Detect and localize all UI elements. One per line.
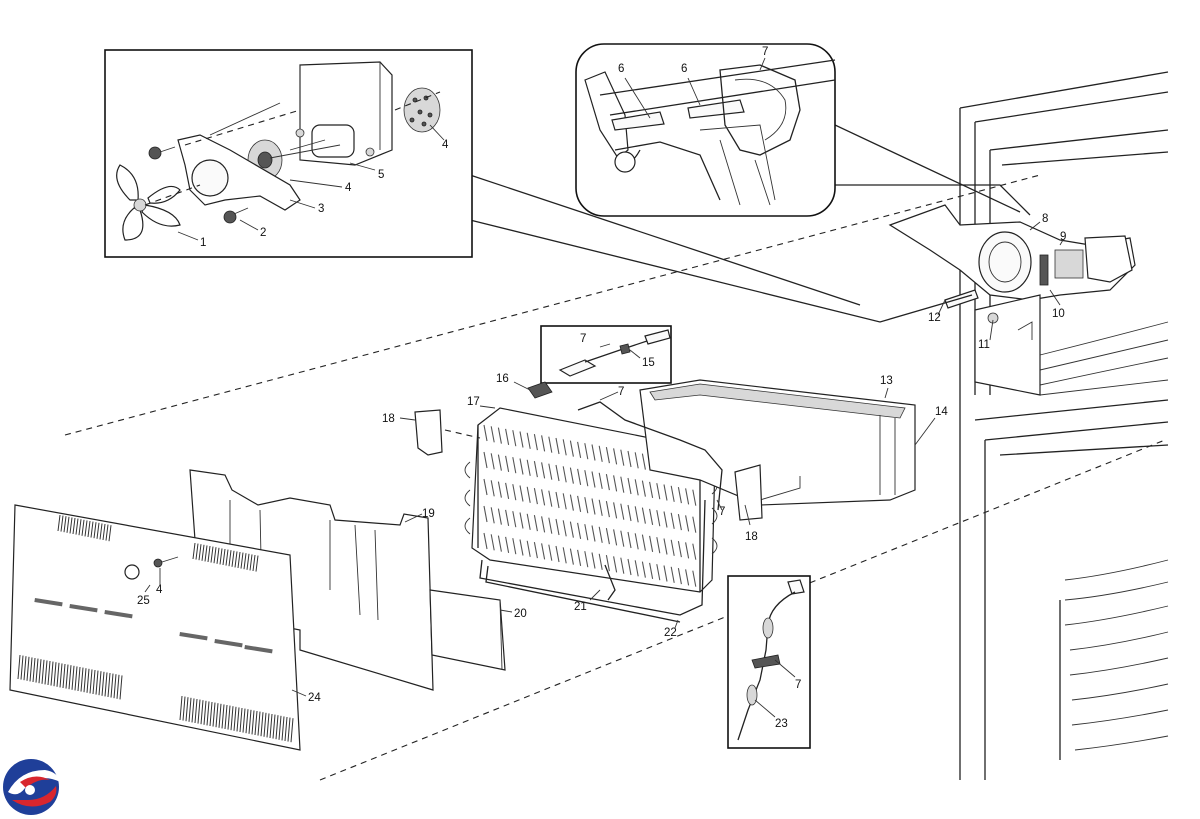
drain-trough	[639, 379, 916, 506]
defrost-heater	[479, 499, 706, 623]
callout-c11: 11	[978, 339, 990, 351]
callout-c12: 12	[928, 312, 941, 324]
callout-c14: 14	[935, 406, 948, 418]
callout-c4a: 4	[442, 139, 449, 151]
defrost-thermostat	[527, 381, 553, 399]
inset-wiring	[575, 43, 836, 217]
callout-leaders	[144, 57, 1064, 718]
evaporator-cover	[9, 504, 301, 751]
inset-sensor-wire	[540, 325, 672, 384]
fan-housing-assembly	[888, 204, 1136, 396]
callout-c7d: 7	[719, 506, 725, 518]
callout-c17: 17	[467, 396, 480, 408]
brand-logo	[3, 759, 60, 815]
coil-bracket-right	[734, 464, 763, 521]
callout-c7a: 7	[762, 46, 768, 58]
callout-c23: 23	[775, 718, 788, 730]
zoom-line-lower	[469, 174, 861, 306]
callout-c20: 20	[514, 608, 527, 620]
coil-wire	[577, 401, 723, 511]
inset-fan-motor	[104, 49, 473, 258]
inset-sensor-23	[727, 575, 811, 749]
callout-c6b: 6	[681, 63, 687, 75]
callout-c7b: 7	[580, 333, 586, 345]
callout-c7e: 7	[795, 679, 801, 691]
callout-c25: 25	[137, 595, 150, 607]
rear-insulation-panel	[189, 469, 506, 691]
coil-bracket-left	[414, 409, 443, 456]
callout-c8: 8	[1042, 213, 1048, 225]
callout-c9: 9	[1060, 231, 1066, 243]
callout-c15: 15	[642, 357, 655, 369]
zoom-line-top	[834, 124, 1021, 213]
callout-c10: 10	[1052, 308, 1065, 320]
callout-c6a: 6	[618, 63, 624, 75]
alignment-line-1	[64, 174, 1041, 436]
callout-c18b: 18	[745, 531, 758, 543]
callout-c3: 3	[318, 203, 324, 215]
zoom-line-top2	[835, 184, 1031, 216]
callout-c22: 22	[664, 627, 677, 639]
callout-c2: 2	[260, 227, 266, 239]
callout-c5: 5	[378, 169, 384, 181]
callout-c7c: 7	[618, 386, 624, 398]
heater-clip	[604, 564, 616, 601]
callout-c24: 24	[308, 692, 321, 704]
callout-c13: 13	[880, 375, 893, 387]
callout-c4c: 4	[156, 584, 163, 596]
refrigerator-cabinet	[959, 71, 1169, 780]
callout-c16: 16	[496, 373, 509, 385]
zoom-line-upper	[469, 219, 973, 323]
callout-c21: 21	[574, 601, 587, 613]
callout-c1: 1	[200, 237, 206, 249]
callout-c4b: 4	[345, 182, 352, 194]
callout-c19: 19	[422, 508, 435, 520]
callout-c18a: 18	[382, 413, 395, 425]
